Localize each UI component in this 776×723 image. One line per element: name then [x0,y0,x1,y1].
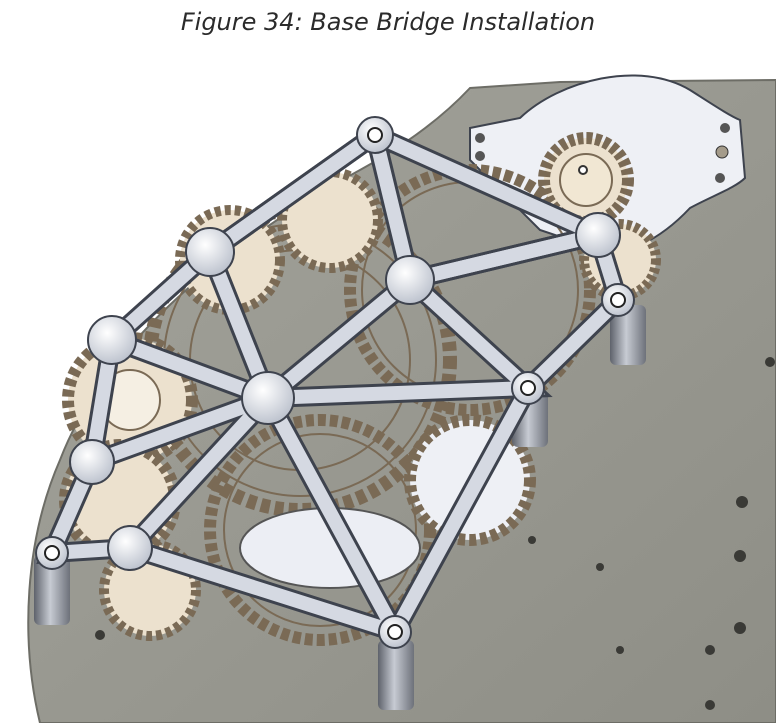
standoff-posts [34,305,646,710]
base-bridge [35,116,635,649]
figure-caption: Figure 34: Base Bridge Installation [180,8,596,36]
assembly-drawing [27,74,776,723]
cad-render [0,40,776,723]
plate-holes [95,357,775,710]
